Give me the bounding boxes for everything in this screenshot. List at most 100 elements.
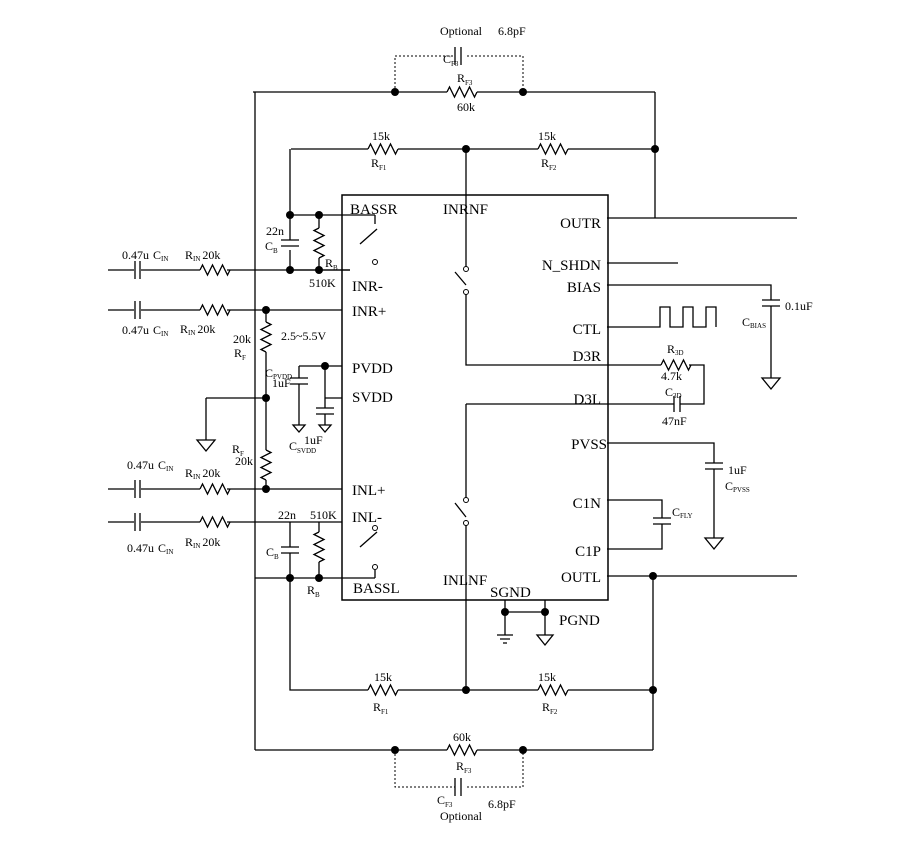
cpvss-value: 1uF (728, 463, 747, 477)
rf-top-ref: RF (234, 346, 246, 362)
bassr-network (281, 214, 378, 271)
cpvdd-ref: CPVDD (265, 366, 292, 381)
r3d-ref: R3D (667, 342, 684, 357)
rf2-bottom-value: 15k (538, 670, 556, 684)
pin-d3r: D3R (573, 349, 601, 365)
pin-bassl: BASSL (353, 581, 400, 597)
csvdd-ref: CSVDD (289, 439, 316, 455)
rf2-bottom-ref: RF2 (542, 700, 558, 716)
rf2-top-value: 15k (538, 129, 556, 143)
input-line-4 (108, 513, 342, 531)
rf3-top-ref: RF3 (457, 71, 473, 87)
optional-cf3-top (394, 47, 524, 92)
rb-right-ref: RB (325, 256, 338, 272)
pin-pvdd: PVDD (352, 361, 393, 377)
cb-right-value: 22n (266, 224, 284, 238)
pin-outr: OUTR (560, 216, 601, 232)
pin-inr-minus: INR- (352, 279, 383, 295)
pin-pvss: PVSS (571, 437, 607, 453)
pin-bias: BIAS (567, 280, 601, 296)
cb-left-ref: CB (266, 545, 279, 561)
rf2-bottom-resistor (537, 683, 569, 697)
rf3-bottom-value: 60k (453, 730, 471, 744)
rf-top-value: 20k (233, 332, 251, 346)
optional-top-label: Optional (440, 24, 483, 38)
rf3-bottom-resistor (446, 743, 478, 757)
pin-svdd: SVDD (352, 390, 393, 406)
pin-inlnf: INLNF (443, 573, 487, 589)
rf3-bottom-ref: RF3 (456, 759, 472, 775)
rf1-bottom-ref: RF1 (373, 700, 389, 716)
rf1-top-value: 15k (372, 129, 390, 143)
supply-voltage: 2.5~5.5V (281, 329, 326, 343)
rf3-top-resistor (446, 85, 478, 99)
pin-c1p: C1P (575, 544, 601, 560)
bassl-network (254, 500, 378, 750)
pin-inl-minus: INL- (352, 510, 382, 526)
junction-dots (262, 88, 659, 754)
csvdd-value: 1uF (304, 433, 323, 447)
cf3-bottom-ref: CF3 (437, 793, 453, 809)
pin-bassr: BASSR (350, 202, 398, 218)
supply-decoupling (290, 365, 342, 433)
rb-left-ref: RB (307, 583, 320, 599)
feedback-bottom-wires (255, 575, 797, 751)
rf1-top-resistor (367, 142, 399, 156)
cpvdd-value: 1uF (272, 376, 291, 390)
bias-decoupling (607, 284, 782, 391)
r3d-value: 4.7k (661, 369, 682, 383)
rf1-bottom-resistor (367, 683, 399, 697)
ctl-pulse (607, 306, 717, 328)
cpvss-ref: CPVSS (725, 479, 750, 494)
ground-network (497, 600, 555, 647)
cb-right-ref: CB (265, 239, 278, 255)
pin-inl-plus: INL+ (352, 483, 385, 499)
inrnf-switch (454, 266, 469, 295)
inlnf-switch (454, 497, 469, 526)
rf2-top-ref: RF2 (541, 156, 557, 172)
pin-c1n: C1N (573, 496, 602, 512)
pin-outl: OUTL (561, 570, 601, 586)
rf2-top-resistor (537, 142, 569, 156)
pin-pgnd: PGND (559, 613, 600, 629)
cb-left-value: 22n (278, 508, 296, 522)
pin-d3l: D3L (574, 392, 602, 408)
rf1-bottom-value: 15k (374, 670, 392, 684)
input-line-1 (108, 261, 342, 279)
flying-cap (607, 499, 671, 550)
input-line-2 (108, 301, 342, 319)
cbias-value: 0.1uF (785, 299, 813, 313)
rf1-top-ref: RF1 (371, 156, 387, 172)
c3d-value: 47nF (662, 414, 687, 428)
c3d-ref: C3D (665, 385, 682, 400)
optional-bottom-label: Optional (440, 809, 483, 823)
cf3-top-value: 6.8pF (498, 24, 526, 38)
feedback-top-wires (253, 91, 797, 500)
d3-network (465, 358, 705, 690)
pvss-decoupling (607, 442, 725, 551)
cf3-top-ref: CF3 (443, 52, 459, 68)
rf-bottom-value: 20k (235, 454, 253, 468)
cbias-ref: CBIAS (742, 315, 766, 330)
pin-n-shdn: N_SHDN (542, 258, 601, 274)
pin-inrnf: INRNF (443, 202, 488, 218)
pin-ctl: CTL (573, 322, 601, 338)
cfly-ref: CFLY (672, 505, 693, 520)
optional-cf3-bottom (394, 750, 524, 796)
rf3-top-value: 60k (457, 100, 475, 114)
pin-sgnd: SGND (490, 585, 531, 601)
cf3-bottom-value: 6.8pF (488, 797, 516, 811)
rb-left-value: 510K (310, 508, 337, 522)
rf-bottom-ref: RF (232, 442, 244, 458)
rb-right-value: 510K (309, 276, 336, 290)
pin-inr-plus: INR+ (352, 304, 386, 320)
